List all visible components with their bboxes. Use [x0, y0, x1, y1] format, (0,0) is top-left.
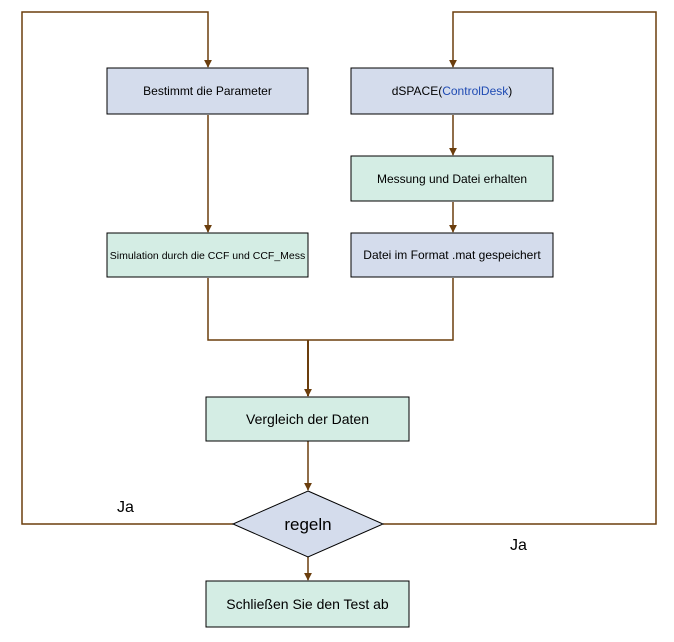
node-simulation-box — [106, 232, 309, 278]
node-parameter: Bestimmt die Parameter — [106, 67, 309, 115]
edge-regeln-left-loop-to-parameter — [21, 11, 233, 525]
edges — [21, 11, 657, 581]
node-vergleich: Vergleich der Daten — [205, 396, 410, 442]
node-vergleich-box — [205, 396, 410, 442]
node-dspace: dSPACE(ControlDesk) — [350, 67, 554, 115]
node-parameter-label: Bestimmt die Parameter — [143, 84, 272, 98]
edge-label-left-ja: Ja — [117, 499, 134, 516]
node-datei-box — [350, 232, 554, 278]
node-datei-label: Datei im Format .mat gespeichert — [363, 248, 541, 262]
node-schluss-box — [205, 580, 410, 628]
node-dspace-label-prefix: dSPACE( — [392, 84, 442, 98]
node-parameter-box — [106, 67, 309, 115]
node-schluss: Schließen Sie den Test ab — [205, 580, 410, 628]
node-datei: Datei im Format .mat gespeichert — [350, 232, 554, 278]
edge-simulation-to-merge — [207, 278, 308, 341]
node-simulation: Simulation durch die CCF und CCF_Mess — [106, 232, 309, 278]
node-regeln: regeln — [231, 490, 385, 558]
node-dspace-label-highlight: ControlDesk — [442, 84, 509, 98]
edge-datei-to-merge — [308, 278, 454, 341]
edge-regeln-right-loop-to-dspace — [383, 11, 657, 525]
node-messung-label: Messung und Datei erhalten — [377, 172, 527, 186]
node-simulation-label: Simulation durch die CCF und CCF_Mess — [110, 250, 306, 262]
node-regeln-label: regeln — [284, 515, 331, 534]
node-schluss-label: Schließen Sie den Test ab — [226, 596, 389, 612]
node-messung-box — [350, 155, 554, 202]
node-messung: Messung und Datei erhalten — [350, 155, 554, 202]
edge-label-right-ja: Ja — [510, 537, 527, 554]
node-dspace-label-suffix: ) — [508, 84, 512, 98]
node-dspace-label: dSPACE(ControlDesk) — [392, 84, 513, 98]
node-vergleich-label: Vergleich der Daten — [246, 411, 369, 427]
node-dspace-box — [350, 67, 554, 115]
node-regeln-diamond — [231, 490, 385, 558]
